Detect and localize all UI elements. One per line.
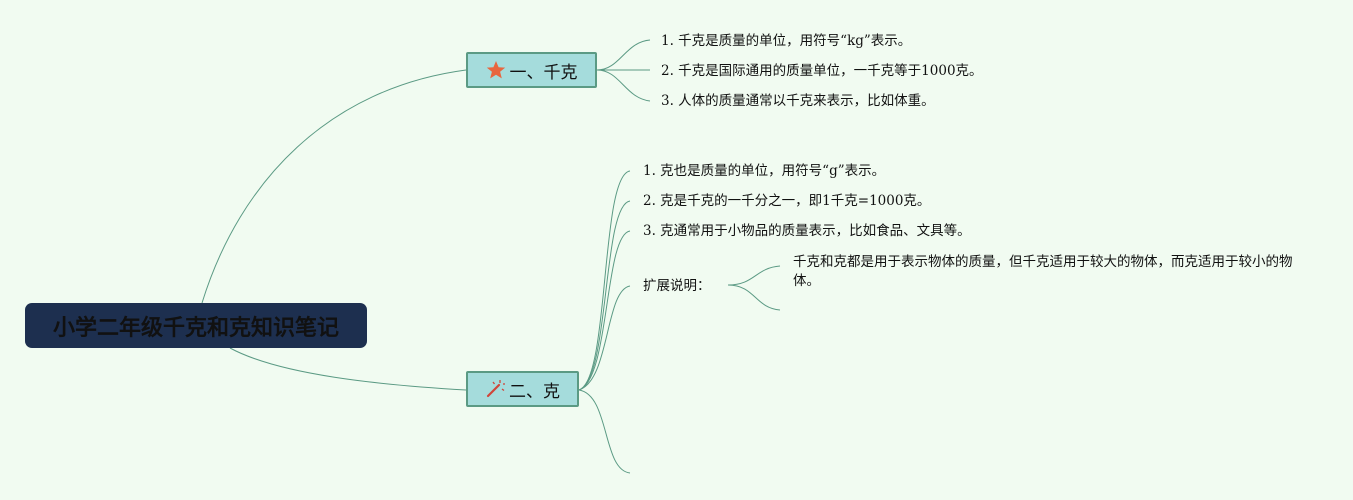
magic-wand-icon (485, 379, 505, 399)
list-item: 2. 克是千克的一千分之一，即1千克=1000克。 (643, 193, 931, 209)
list-item: 1. 克也是质量的单位，用符号“g”表示。 (643, 163, 886, 179)
star-icon (486, 60, 506, 80)
link-root-topic2 (229, 347, 467, 391)
list-item: 3. 克通常用于小物品的质量表示，比如食品、文具等。 (643, 223, 971, 239)
topic-kilogram[interactable]: 一、千克 (466, 52, 597, 88)
extension-note: 千克和克都是用于表示物体的质量，但千克适用于较大的物体，而克适用于较小的物体。 (793, 254, 1293, 289)
link-topic2-extension (578, 285, 631, 391)
link-topic1-item3 (596, 69, 651, 102)
topic-gram[interactable]: 二、克 (466, 371, 579, 407)
link-topic2-item1 (578, 170, 631, 391)
topic-gram-label: 二、克 (509, 381, 560, 402)
extension-label: 扩展说明： (643, 278, 711, 294)
link-topic2-item2 (578, 200, 631, 391)
link-topic2-item3 (578, 230, 631, 391)
topic-kilogram-label: 一、千克 (509, 62, 578, 83)
list-item: 1. 千克是质量的单位，用符号“kg”表示。 (661, 33, 912, 49)
link-topic1-item1 (596, 39, 651, 71)
root-topic[interactable]: 小学二年级千克和克知识笔记 (25, 303, 367, 348)
list-item: 2. 千克是国际通用的质量单位，一千克等于1000克。 (661, 63, 983, 79)
link-root-topic1 (201, 69, 467, 304)
list-item: 3. 人体的质量通常以千克来表示，比如体重。 (661, 93, 935, 109)
link-extension-note-tail (727, 284, 781, 311)
link-extension-note (727, 265, 781, 286)
link-topic2-empty (578, 389, 631, 474)
root-title: 小学二年级千克和克知识笔记 (52, 315, 339, 341)
